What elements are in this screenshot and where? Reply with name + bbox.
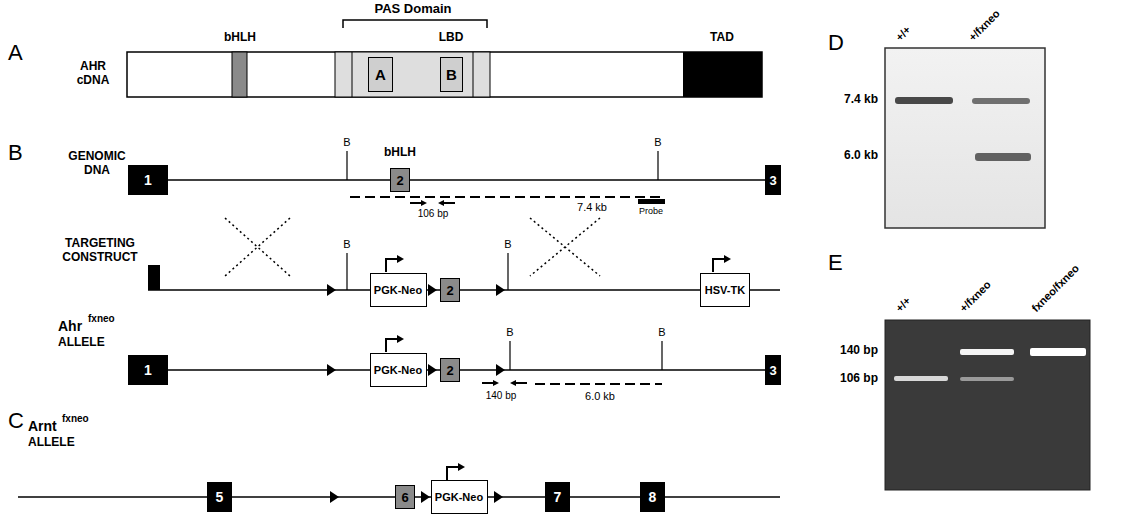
- exon-box: 3: [765, 355, 781, 385]
- box-text: PGK-Neo: [435, 492, 483, 503]
- row-title: GENOMIC DNA: [66, 150, 128, 178]
- box-text: 6: [401, 491, 408, 504]
- exon-box: 3: [765, 165, 781, 195]
- pcr-product-size: 106 bp: [418, 208, 449, 220]
- cassette-box: PGK-Neo: [370, 353, 427, 387]
- size-marker: 7.4 kb: [844, 93, 878, 107]
- domain-name: LBD: [439, 31, 464, 45]
- restriction-site: B: [504, 238, 511, 251]
- row-title: ALLELE: [58, 336, 105, 350]
- restriction-site: B: [343, 238, 350, 251]
- row-title: ALLELE: [28, 436, 75, 450]
- fragment-size: 7.4 kb: [577, 201, 607, 214]
- pcr-product-size: 140 bp: [486, 390, 517, 402]
- exon-box: 6: [395, 485, 415, 509]
- box-text: 7: [554, 490, 562, 504]
- exon-box: 1: [128, 355, 168, 385]
- cassette-box: PGK-Neo: [370, 273, 427, 307]
- exon-box: 5: [207, 482, 232, 512]
- allele-superscript: fxneo: [62, 413, 89, 425]
- panel-letter: C: [8, 408, 24, 433]
- exon-box: 7: [545, 482, 570, 512]
- box-text: PGK-Neo: [374, 285, 422, 296]
- panel-letter: A: [8, 40, 23, 65]
- box-text: 2: [446, 364, 453, 377]
- exon-box: 2: [390, 168, 410, 192]
- box-text: 2: [446, 284, 453, 297]
- lane-label: +/fxneo: [957, 279, 993, 315]
- exon-box: 8: [640, 482, 665, 512]
- pas-repeat-box: B: [440, 57, 463, 92]
- probe-label: Probe: [639, 206, 663, 216]
- cassette-box: PGK-Neo: [431, 480, 488, 514]
- exon-box: 2: [440, 358, 460, 382]
- box-text: A: [375, 67, 386, 82]
- size-marker: 106 bp: [840, 372, 878, 386]
- restriction-site: B: [654, 136, 661, 149]
- cassette-box: HSV-TK: [700, 273, 750, 307]
- domain-name: PAS Domain: [374, 2, 451, 17]
- panel-letter: B: [8, 140, 23, 165]
- row-title: Arnt: [28, 418, 57, 434]
- pas-repeat-box: A: [368, 57, 393, 92]
- lane-label: +/+: [893, 24, 913, 44]
- panel-letter: D: [828, 30, 844, 55]
- domain-name: bHLH: [224, 31, 256, 45]
- row-title: Ahr: [58, 318, 82, 334]
- restriction-site: B: [506, 326, 513, 339]
- fragment-size: 6.0 kb: [585, 390, 615, 403]
- row-title: AHR cDNA: [65, 60, 121, 88]
- box-text: 3: [769, 174, 776, 187]
- box-text: 1: [144, 173, 152, 187]
- box-text: 8: [649, 490, 657, 504]
- restriction-site: B: [343, 136, 350, 149]
- size-marker: 6.0 kb: [844, 149, 878, 163]
- box-text: 2: [396, 174, 403, 187]
- box-text: PGK-Neo: [374, 365, 422, 376]
- panel-letter: E: [828, 250, 843, 275]
- row-title: TARGETING CONSTRUCT: [54, 237, 146, 265]
- box-text: 5: [216, 490, 224, 504]
- lane-label: fxneo/fxneo: [1029, 262, 1082, 315]
- exon-box: 1: [128, 165, 168, 195]
- allele-superscript: fxneo: [88, 313, 115, 325]
- exon-box: 2: [440, 278, 460, 302]
- size-marker: 140 bp: [840, 344, 878, 358]
- box-text: HSV-TK: [705, 285, 745, 296]
- domain-name: bHLH: [384, 146, 416, 160]
- domain-name: TAD: [710, 31, 734, 45]
- restriction-site: B: [658, 326, 665, 339]
- box-text: 3: [769, 364, 776, 377]
- box-text: B: [446, 67, 457, 82]
- lane-label: +/fxneo: [966, 8, 1002, 44]
- lane-label: +/+: [893, 295, 913, 315]
- box-text: 1: [144, 363, 152, 377]
